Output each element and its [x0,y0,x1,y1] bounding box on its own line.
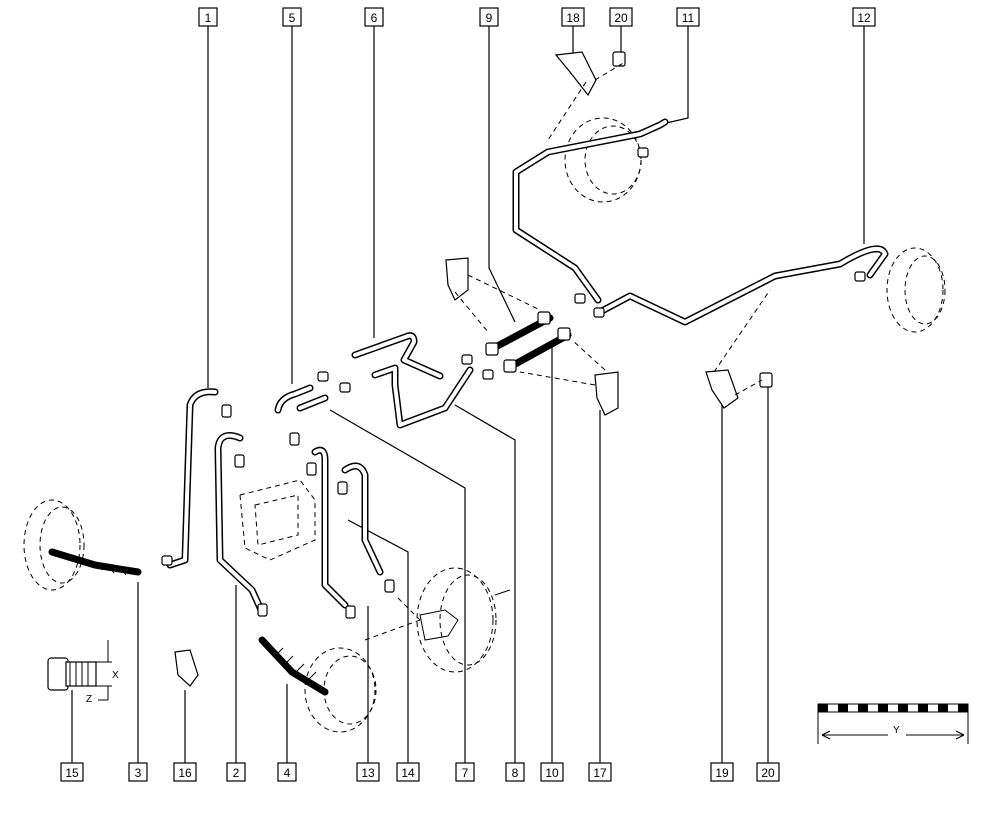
callout-1: 1 [198,7,218,388]
callout-2: 2 [226,585,246,782]
callout-12: 12 [852,7,876,244]
dimension-z-label: Z [86,694,92,705]
brake-servo-booster [416,567,511,673]
svg-text:4: 4 [284,766,291,780]
rear-left-wheel [564,117,642,203]
svg-text:6: 6 [371,11,378,25]
hose-4 [258,636,329,696]
callout-14: 14 [347,519,420,782]
detail-15-fitting: X Z [47,640,119,705]
svg-text:2: 2 [233,766,240,780]
callout-11: 11 [661,7,700,125]
callout-17: 17 [588,410,612,782]
svg-text:3: 3 [135,766,142,780]
pipe-8 [371,364,474,429]
callout-10: 10 [540,345,564,782]
pipe-7 [296,394,329,412]
pipe-14 [341,462,384,576]
svg-text:20: 20 [614,11,628,25]
pipe-5 [274,384,314,414]
svg-text:9: 9 [486,11,493,25]
svg-text:16: 16 [178,766,192,780]
hydraulic-unit-block [239,479,316,561]
bolt-20-bottom [759,372,773,388]
callout-9: 9 [479,7,516,323]
callout-5: 5 [282,7,302,384]
rear-right-wheel [886,247,946,333]
pipe-6 [351,332,444,380]
callout-7: 7 [329,409,475,782]
svg-text:18: 18 [566,11,580,25]
svg-text:19: 19 [715,766,729,780]
callout-4: 4 [277,684,297,782]
callout-20-bottom: 20 [756,386,780,782]
callout-18: 18 [561,7,585,58]
callout-8: 8 [454,404,525,782]
dimension-y-label: Y [893,725,900,736]
callout-16: 16 [173,690,197,782]
svg-text:14: 14 [401,766,415,780]
svg-text:20: 20 [761,766,775,780]
svg-text:8: 8 [512,766,519,780]
pipe-fittings [161,147,866,619]
callout-3: 3 [128,582,148,782]
svg-text:15: 15 [65,766,79,780]
pipe-13 [311,446,349,609]
front-left-wheel [23,499,85,591]
dimension-x-label: X [112,670,119,681]
svg-text:5: 5 [289,11,296,25]
pipe-2 [214,432,266,616]
union-9 [485,311,554,356]
bolt-20-top [612,51,626,67]
union-10 [503,327,572,373]
callout-6: 6 [364,7,384,338]
pipe-12 [596,245,889,326]
svg-text:7: 7 [462,766,469,780]
svg-text:17: 17 [593,766,607,780]
bracket-18 [554,51,597,97]
svg-text:11: 11 [682,11,695,25]
callout-13: 13 [356,606,380,782]
bracket-17 [594,371,619,416]
clip-16 [174,649,199,687]
svg-text:10: 10 [545,766,559,780]
bracket-19 [705,369,739,409]
bracket-top-left [445,257,469,301]
svg-text:12: 12 [857,11,871,25]
callout-20-top: 20 [609,7,633,52]
pipe-1 [166,388,219,569]
mounting-guide-lines [364,61,771,641]
callout-15: 15 [60,690,84,782]
scale-bar: Y [817,703,969,744]
svg-text:1: 1 [205,11,212,25]
svg-text:13: 13 [361,766,375,780]
hose-3 [48,548,142,576]
pipe-11 [512,118,669,304]
callout-19: 19 [710,402,734,782]
